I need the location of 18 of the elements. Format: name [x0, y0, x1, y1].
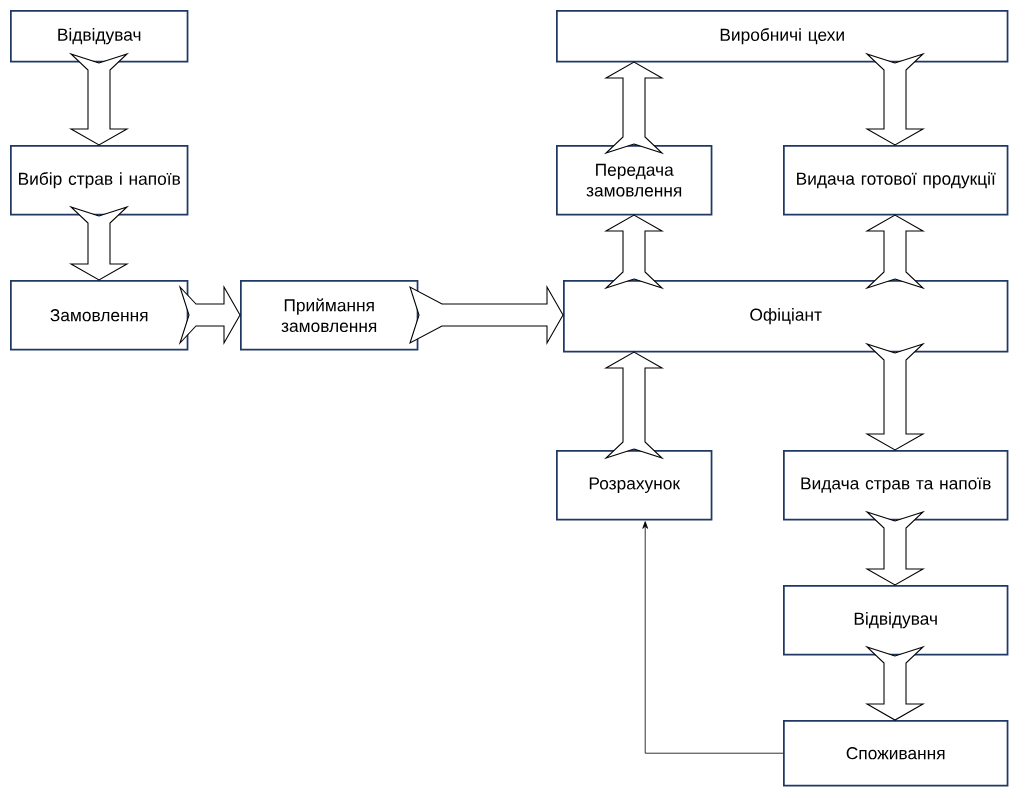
process-box: Розрахунок [556, 450, 713, 521]
block-arrow [409, 285, 564, 345]
block-arrow [864, 510, 926, 586]
block-arrow [864, 52, 926, 146]
process-box: Видача готової продукції [783, 145, 1009, 216]
process-box: Відвідувач [783, 585, 1009, 656]
arrow [642, 521, 784, 754]
process-box: Споживання [783, 720, 1009, 787]
process-box: Вибір страв і напоїв [10, 145, 189, 216]
process-box: Офіціант [563, 280, 1009, 353]
process-box: Замовлення [10, 280, 189, 351]
process-box: Відвідувач [10, 10, 189, 63]
block-arrow [864, 645, 926, 721]
process-box: Виробничі цехи [556, 10, 1009, 63]
process-box: Приймання замовлення [240, 280, 419, 351]
block-arrow [864, 342, 926, 451]
process-box: Передача замовлення [556, 145, 713, 216]
process-box: Видача страв та напоїв [783, 450, 1009, 521]
